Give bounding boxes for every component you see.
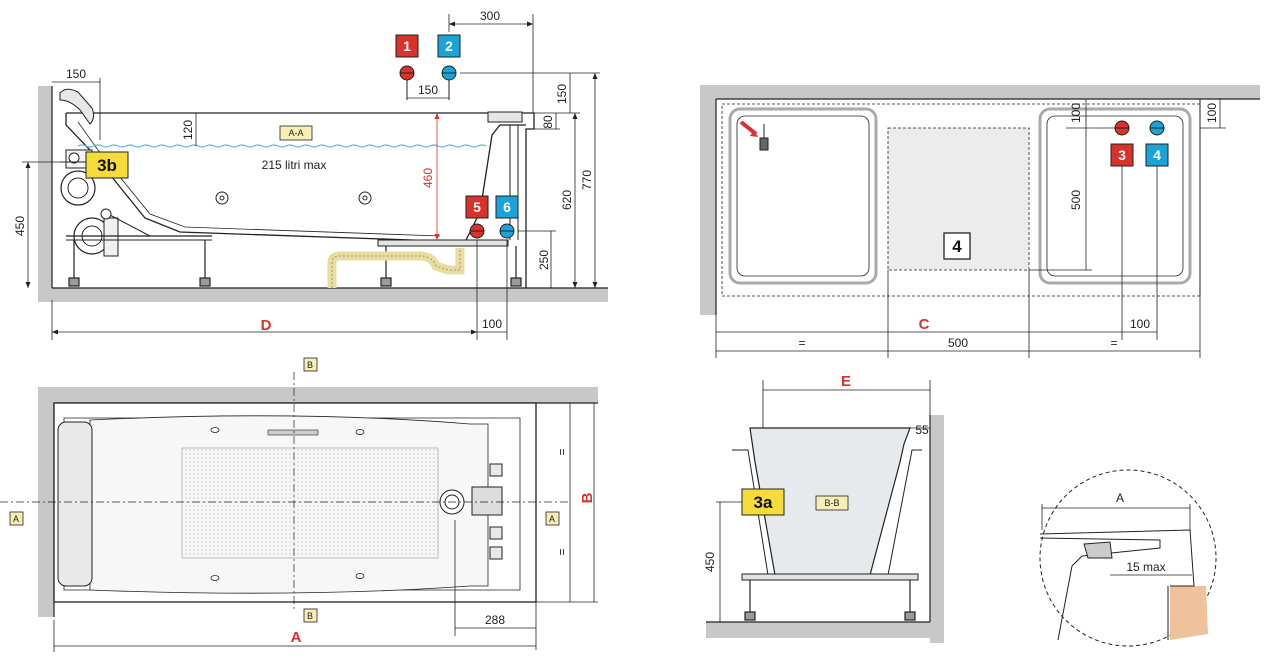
badge-3b-label: 3b [97, 156, 117, 175]
dim-100-side: 100 [482, 317, 502, 331]
section-tag-bb-label: B-B [824, 498, 839, 508]
detail-dim-A: A [1116, 491, 1124, 505]
side-floor [38, 288, 608, 302]
section-tag-a-left [9, 511, 24, 526]
dim-150-height: 150 [555, 84, 569, 104]
badge-5-label: 5 [473, 199, 481, 215]
dim-250: 250 [537, 250, 551, 270]
section-tag-aa-label: A-A [288, 128, 303, 138]
dim-A: A [291, 629, 302, 646]
dim-150-inlets: 150 [418, 83, 438, 97]
detail-view: A 15 max [1039, 469, 1217, 647]
dim-500-bottom: 500 [948, 336, 968, 350]
dim-eq-left: = [798, 336, 805, 350]
dim-450-section: 450 [703, 552, 717, 572]
section-tag-a-left-label: A [13, 514, 19, 524]
left-panel [728, 107, 878, 285]
section-tag-a-right-label: A [549, 514, 555, 524]
pump-motor [60, 149, 212, 257]
dim-100-right: 100 [1205, 103, 1219, 123]
anti-slip-area [181, 447, 439, 559]
dim-620: 620 [560, 190, 574, 210]
dim-120: 120 [181, 120, 195, 140]
right-panel [1038, 107, 1192, 285]
dim-eq-top: = [555, 448, 569, 455]
headrest-top [57, 421, 93, 587]
dim-C: C [919, 316, 930, 333]
section-tag-b-bottom [303, 608, 318, 623]
side-view: 1 2 5 6 3b A-A 215 litri max [13, 9, 608, 340]
dim-80: 80 [541, 115, 555, 129]
badge-6-label: 6 [503, 199, 511, 215]
dim-300: 300 [480, 9, 500, 23]
section-bb-view: 3a B-B E 55 450 [703, 373, 944, 643]
section-tag-a-right [545, 511, 560, 526]
access-panel-4-label: 4 [952, 237, 962, 256]
drain-trap [327, 248, 465, 288]
section-tag-bb [815, 495, 849, 511]
side-jets [215, 191, 372, 205]
dim-150-head: 150 [66, 67, 86, 81]
badge-3b [85, 151, 129, 179]
section-tag-b-top [303, 357, 318, 372]
top-view: B B A A = = B 288 A [0, 357, 598, 652]
faucet-block [471, 486, 503, 516]
dim-288: 288 [485, 613, 505, 627]
section-tag-aa [279, 125, 313, 141]
dim-460: 460 [421, 168, 435, 188]
dim-E: E [841, 373, 851, 390]
detail-dim-15: 15 max [1126, 560, 1165, 574]
dim-450-side: 450 [13, 216, 27, 236]
tub-legs [68, 240, 522, 287]
dim-eq-bottom: = [555, 548, 569, 555]
section-tag-b-bottom-label: B [307, 611, 313, 621]
badge-1 [395, 34, 419, 58]
dim-770: 770 [580, 170, 594, 190]
volume-label: 215 litri max [262, 158, 327, 172]
badge-1-label: 1 [403, 38, 411, 54]
badge-2 [437, 34, 461, 58]
dim-100-bottom: 100 [1130, 317, 1150, 331]
side-wall [38, 86, 52, 302]
dim-55: 55 [915, 423, 929, 437]
dim-B: B [579, 492, 596, 503]
badge-2-label: 2 [445, 38, 453, 54]
badge-6 [495, 195, 519, 219]
dim-eq-right: = [1110, 336, 1117, 350]
water-line [77, 144, 487, 148]
dim-100-top: 100 [1069, 103, 1083, 123]
dim-500-vertical: 500 [1069, 190, 1083, 210]
badge-3a-label: 3a [754, 493, 773, 512]
badge-5 [465, 195, 489, 219]
dim-D: D [261, 317, 272, 334]
badge-4-label: 4 [1153, 147, 1161, 163]
badge-3-label: 3 [1118, 147, 1126, 163]
headrest [59, 88, 95, 125]
section-tag-b-top-label: B [307, 360, 313, 370]
wall-plan-view: 4 3 4 100 [700, 85, 1260, 358]
